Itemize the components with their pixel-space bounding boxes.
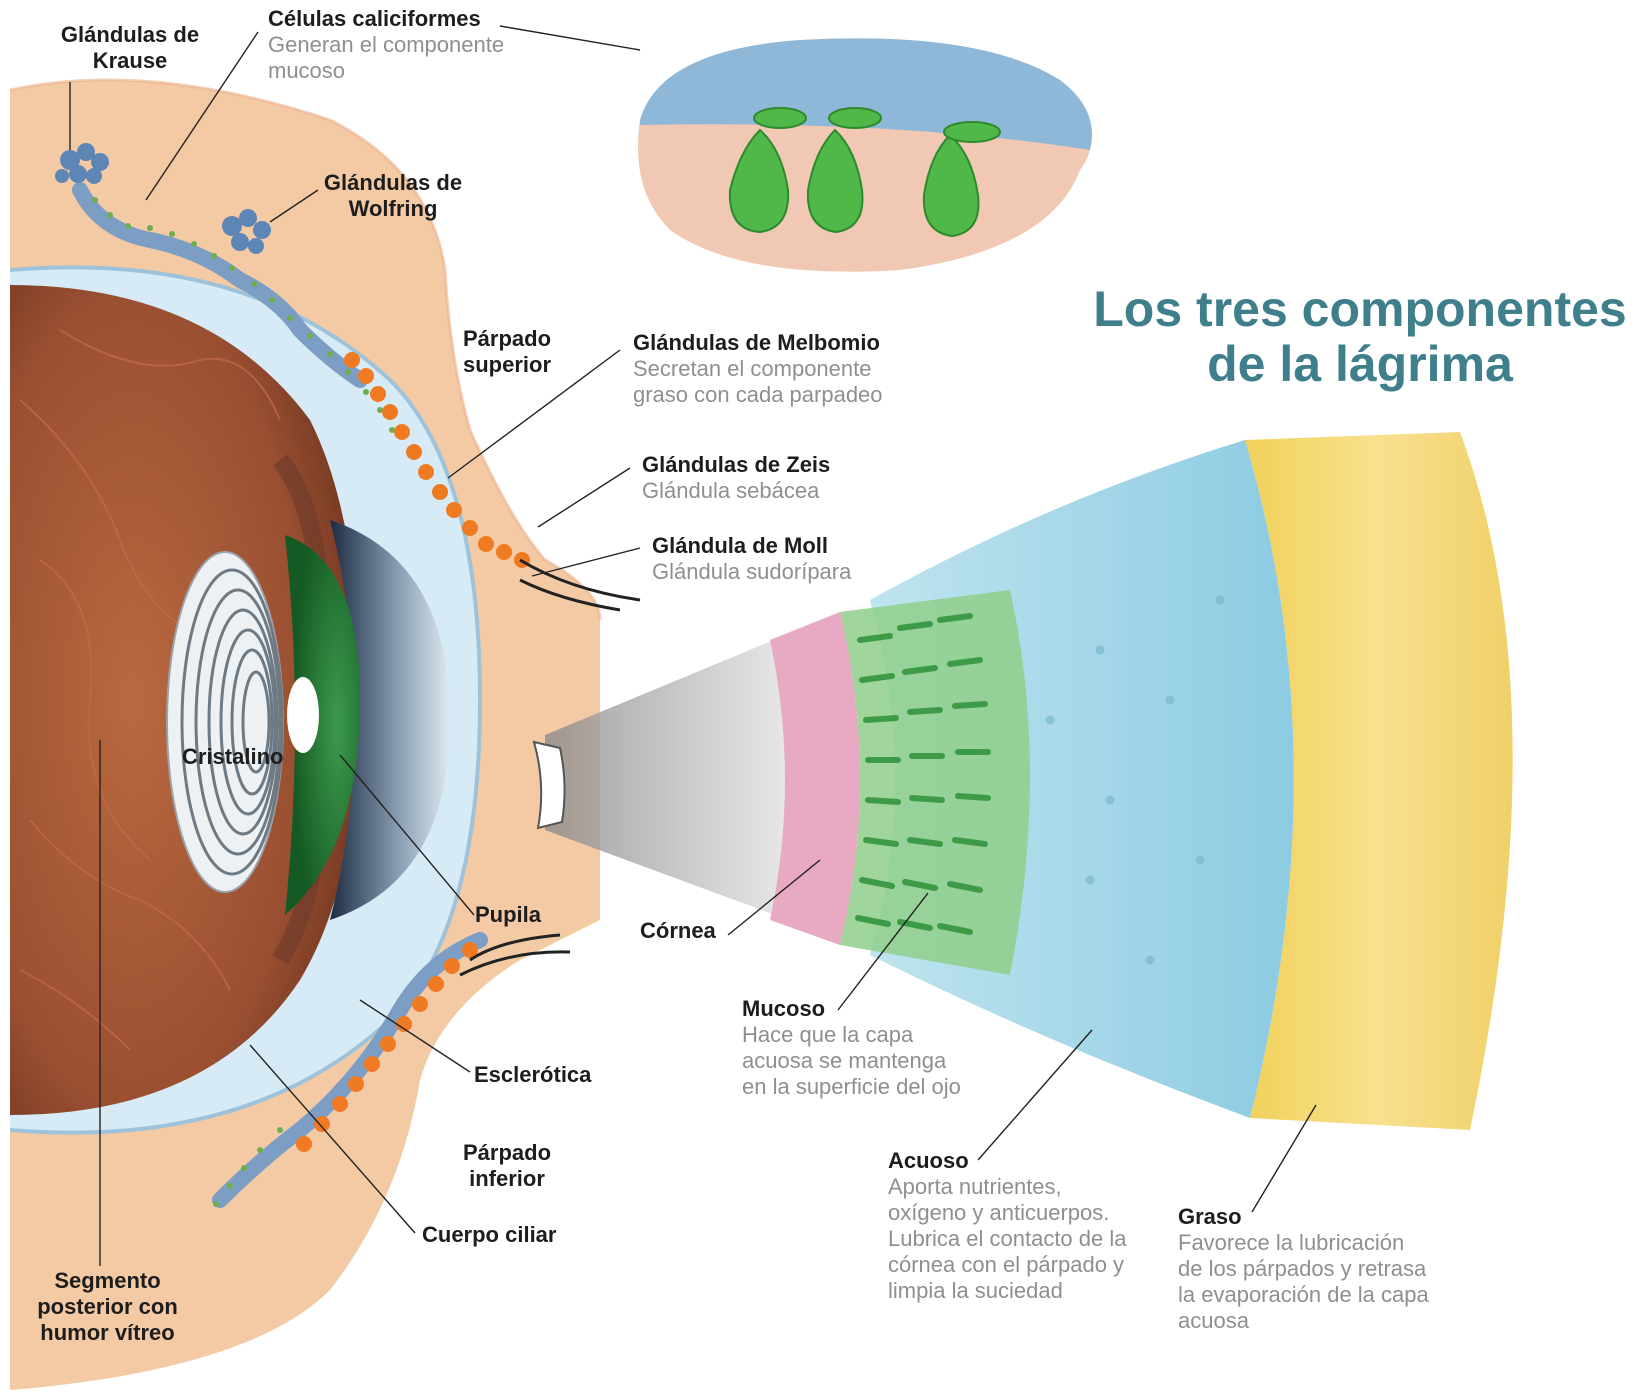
label-acuoso: Acuoso Aporta nutrientes, oxígeno y anti… <box>888 1148 1127 1304</box>
label-melbomio: Glándulas de Melbomio Secretan el compon… <box>633 330 883 408</box>
label-graso-title: Graso <box>1178 1204 1242 1229</box>
label-segmento-posterior: Segmento posterior con humor vítreo <box>20 1268 195 1346</box>
label-moll-title: Glándula de Moll <box>652 533 828 558</box>
label-acuoso-title: Acuoso <box>888 1148 969 1173</box>
label-parpado-inferior: Párpado inferior <box>452 1140 562 1192</box>
label-acuoso-desc: Aporta nutrientes, oxígeno y anticuerpos… <box>888 1174 1127 1304</box>
main-title: Los tres componentes de la lágrima <box>1080 282 1640 392</box>
label-pupila: Pupila <box>475 902 541 928</box>
label-zeis-desc: Glándula sebácea <box>642 478 830 504</box>
label-moll: Glándula de Moll Glándula sudorípara <box>652 533 851 585</box>
label-krause: Glándulas de Krause <box>40 22 220 74</box>
label-zeis-title: Glándulas de Zeis <box>642 452 830 477</box>
label-caliciformes: Células caliciformes Generan el componen… <box>268 6 504 84</box>
label-melbomio-desc: Secretan el componente graso con cada pa… <box>633 356 883 408</box>
lens-cristalino <box>167 552 283 892</box>
label-cornea: Córnea <box>640 918 716 944</box>
label-graso: Graso Favorece la lubricación de los pár… <box>1178 1204 1429 1334</box>
label-caliciformes-desc: Generan el componente mucoso <box>268 32 504 84</box>
label-zeis: Glándulas de Zeis Glándula sebácea <box>642 452 830 504</box>
label-mucoso-desc: Hace que la capa acuosa se mantenga en l… <box>742 1022 961 1100</box>
label-mucoso-title: Mucoso <box>742 996 825 1021</box>
label-graso-desc: Favorece la lubricación de los párpados … <box>1178 1230 1429 1334</box>
label-melbomio-title: Glándulas de Melbomio <box>633 330 880 355</box>
label-moll-desc: Glándula sudorípara <box>652 559 851 585</box>
pupil <box>287 677 319 753</box>
label-wolfring: Glándulas de Wolfring <box>308 170 478 222</box>
label-mucoso: Mucoso Hace que la capa acuosa se manten… <box>742 996 961 1100</box>
label-caliciformes-title: Células caliciformes <box>268 6 481 31</box>
goblet-cells-inset <box>638 38 1092 271</box>
label-parpado-superior: Párpado superior <box>452 326 562 378</box>
label-cristalino: Cristalino <box>182 744 283 770</box>
label-esclerotica: Esclerótica <box>474 1062 591 1088</box>
label-cuerpo-ciliar: Cuerpo ciliar <box>422 1222 556 1248</box>
